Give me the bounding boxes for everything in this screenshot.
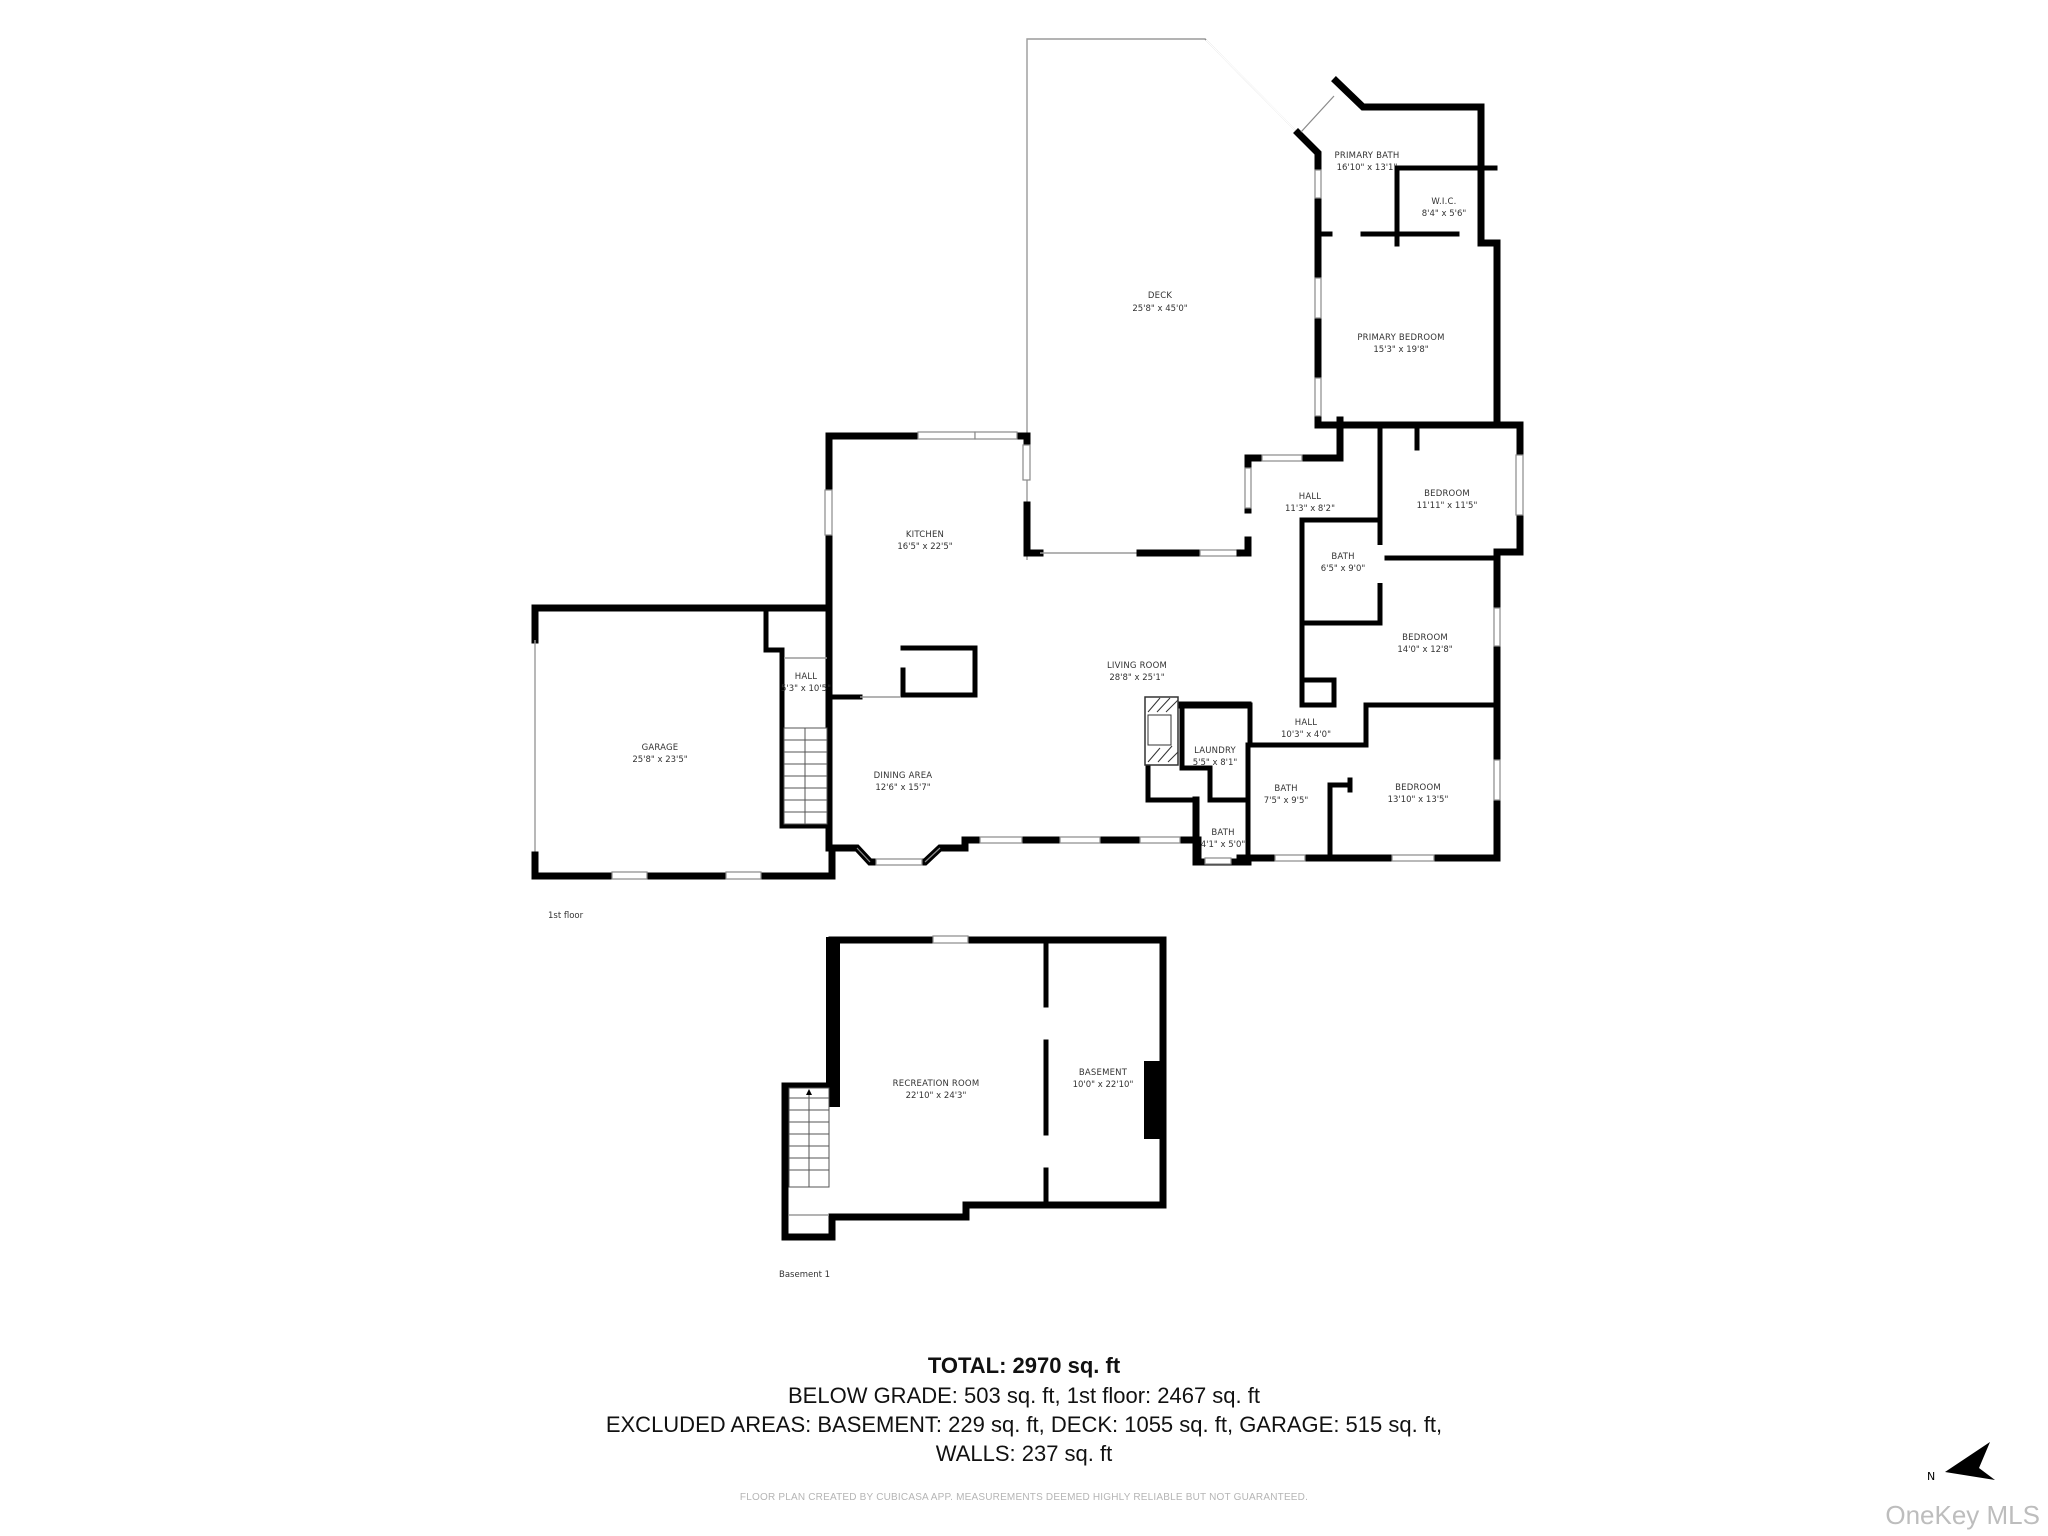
primary-suite-walls <box>1293 76 1501 427</box>
room-bedroom-2-name: BEDROOM <box>1402 633 1448 643</box>
room-recreation-name: RECREATION ROOM <box>893 1079 980 1089</box>
room-primary-bath-name: PRIMARY BATH <box>1335 151 1400 161</box>
room-bath-3-name: BATH <box>1211 828 1234 838</box>
first-floor-labels: DECK 25'8" x 45'0" PRIMARY BATH 16'10" x… <box>548 151 1477 921</box>
excluded-areas: EXCLUDED AREAS: BASEMENT: 229 sq. ft, DE… <box>605 1412 1443 1437</box>
room-bath-2-dims: 7'5" x 9'5" <box>1264 796 1309 806</box>
north-arrow-icon: N <box>1927 1442 1995 1483</box>
room-hall-lower-dims: 10'3" x 4'0" <box>1281 730 1331 740</box>
room-living-room-dims: 28'8" x 25'1" <box>1109 673 1164 683</box>
room-bedroom-1-name: BEDROOM <box>1424 489 1470 499</box>
bedroom-block-walls <box>1236 416 1524 862</box>
room-bath-1-name: BATH <box>1331 552 1354 562</box>
room-laundry-name: LAUNDRY <box>1194 746 1236 756</box>
room-bath-1-dims: 6'5" x 9'0" <box>1321 564 1366 574</box>
garage-stairs <box>783 727 828 825</box>
room-bedroom-3-name: BEDROOM <box>1395 783 1441 793</box>
room-bath-3-dims: 4'1" x 5'0" <box>1201 840 1246 850</box>
room-hall-upper-name: HALL <box>1299 492 1322 502</box>
basement-stairs <box>788 1087 830 1216</box>
room-recreation-dims: 22'10" x 24'3" <box>906 1091 967 1101</box>
room-deck-dims: 25'8" x 45'0" <box>1132 304 1187 314</box>
deck-outline <box>1026 38 1299 560</box>
room-primary-bath-dims: 16'10" x 13'1" <box>1337 163 1398 173</box>
room-hall-garage-name: HALL <box>795 672 818 682</box>
room-hall-upper-dims: 11'3" x 8'2" <box>1285 504 1335 514</box>
room-garage-name: GARAGE <box>642 743 679 753</box>
room-garage-dims: 25'8" x 23'5" <box>632 755 687 765</box>
room-primary-bedroom-name: PRIMARY BEDROOM <box>1357 333 1444 343</box>
below-grade-area: BELOW GRADE: 503 sq. ft, 1st floor: 2467… <box>788 1383 1260 1408</box>
garage-walls <box>531 604 836 880</box>
room-dining-area-dims: 12'6" x 15'7" <box>875 783 930 793</box>
room-hall-lower-name: HALL <box>1295 718 1318 728</box>
disclaimer: FLOOR PLAN CREATED BY CUBICASA APP. MEAS… <box>739 1492 1309 1503</box>
room-bedroom-3-dims: 13'10" x 13'5" <box>1388 795 1449 805</box>
room-bath-2-name: BATH <box>1274 784 1297 794</box>
fireplace-icon <box>1144 696 1179 766</box>
room-wic-dims: 8'4" x 5'6" <box>1422 209 1467 219</box>
room-kitchen-dims: 16'5" x 22'5" <box>897 542 952 552</box>
first-floor-label: 1st floor <box>548 911 584 921</box>
room-basement-dims: 10'0" x 22'10" <box>1073 1080 1134 1090</box>
room-hall-garage-dims: 5'3" x 10'5" <box>781 684 831 694</box>
lower-wing-walls <box>1144 696 1435 866</box>
basement-floor-label: Basement 1 <box>779 1270 830 1280</box>
basement-plan: RECREATION ROOM 22'10" x 24'3" BASEMENT … <box>779 935 1167 1280</box>
room-dining-area-name: DINING AREA <box>874 771 933 781</box>
room-basement-name: BASEMENT <box>1079 1068 1128 1078</box>
room-bedroom-2-dims: 14'0" x 12'8" <box>1397 645 1452 655</box>
room-primary-bedroom-dims: 15'3" x 19'8" <box>1373 345 1428 355</box>
compass-label: N <box>1927 1470 1935 1483</box>
room-bedroom-1-dims: 11'11" x 11'5" <box>1417 501 1478 511</box>
total-area: TOTAL: 2970 sq. ft <box>927 1353 1121 1378</box>
room-living-room-name: LIVING ROOM <box>1107 661 1167 671</box>
room-laundry-dims: 5'5" x 8'1" <box>1193 758 1238 768</box>
room-wic-name: W.I.C. <box>1431 197 1456 207</box>
first-floor-plan: DECK 25'8" x 45'0" PRIMARY BATH 16'10" x… <box>531 38 1524 921</box>
room-kitchen-name: KITCHEN <box>906 530 944 540</box>
walls-area: WALLS: 237 sq. ft <box>935 1441 1113 1466</box>
room-deck-name: DECK <box>1148 291 1172 301</box>
main-living-walls <box>824 431 1252 866</box>
watermark-logo: OneKey MLS <box>1885 1500 2040 1530</box>
